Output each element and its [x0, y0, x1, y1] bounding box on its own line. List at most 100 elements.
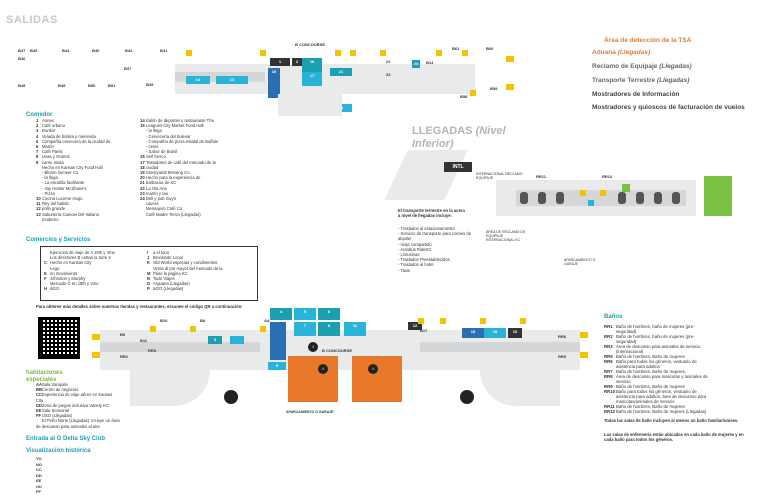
dining-item: 24Deli y pub Guy's [140, 196, 260, 201]
dining-item-text: - La escotilla facilitante [42, 180, 85, 186]
gate-label: AA [264, 318, 270, 323]
ground-transport-item: - Autobús RideKC [398, 246, 432, 252]
gate-label: RR2 [120, 354, 129, 359]
dining-item-text: - Bloom humeer Co. [42, 170, 80, 176]
gate-marker [335, 50, 341, 56]
baggage-carousel [672, 192, 680, 204]
shop-item: P&GO (Llegadas) [147, 286, 257, 291]
lounge-item-number: FF [36, 413, 42, 419]
ground-transport-item: - Traslados al hotel [398, 262, 434, 268]
baggage-carousel [556, 192, 564, 204]
tsa-checkpoint-left [288, 356, 338, 402]
dining-item-number: 2 [36, 123, 39, 129]
dining-item-number: 7 [36, 149, 39, 155]
dining-item: 17Tostadores de café del mercado de la [140, 160, 260, 165]
lounge-code: CC [36, 467, 42, 472]
dining-item-text: - Jay Hoster McShane's [42, 185, 87, 191]
restroom-text: Baño de hombres, Baño de mujeres (Llegad… [616, 409, 707, 414]
dining-item-text: Hecho para la experiencia de [146, 175, 201, 181]
restroom-code: RR5 [604, 354, 613, 359]
baggage-carousel [618, 192, 626, 204]
shop-item-text: Pase la página KC [153, 270, 188, 276]
dining-item-text: - la llega [42, 175, 58, 181]
lounge-item: FFUSO (Llegadas) [36, 413, 120, 418]
gate-marker [506, 84, 514, 90]
lounge-item: EESala Sensorial [36, 408, 120, 413]
dining-item-number: 17 [140, 159, 145, 165]
restroom-code: RR9 [604, 384, 613, 389]
legend-ground-note: (Llegadas) [656, 77, 690, 84]
restrooms-note1: Todas las salas de baño incluyen al meno… [604, 418, 739, 423]
dining-item-number: 21 [140, 180, 145, 186]
dining-item-number: 20 [140, 175, 145, 181]
restroom-code: RR2 [604, 334, 613, 339]
lounge-code: UU [36, 483, 42, 489]
gate-label: B9 [120, 332, 126, 337]
tsa-checkpoint-right [352, 356, 402, 402]
arrivals-title: LLEGADAS (Nivel Inferior) [412, 125, 506, 151]
dining-item-text: Stockyards Brewing Co. [146, 170, 191, 176]
gate-marker [92, 334, 100, 340]
gate-label: B17 [420, 328, 428, 333]
shop-item-text: Lego [50, 265, 60, 271]
gate-label: B10 [160, 318, 168, 323]
area-2: 2 [292, 58, 302, 66]
shop-item: H&GO [44, 286, 148, 291]
gate-label: B59 [490, 86, 498, 91]
lounge-item-text: El Peño Norte (Llegadas): incluye un áre… [36, 418, 120, 429]
shop-item-number: P [147, 286, 150, 292]
dining-item: 16Self fresco [140, 154, 260, 159]
qr-code[interactable] [38, 317, 80, 359]
dining-item: 22La Ola Ana [140, 186, 260, 191]
lounge-item-text: Sala tranquila [42, 382, 68, 387]
gate-marker [520, 318, 526, 324]
restroom-text: Baño de hombres, baño de mujeres (pre-se… [616, 324, 695, 334]
dining-item-number: 1 [36, 118, 39, 123]
info-icon: i [368, 364, 378, 374]
gate-marker [186, 50, 192, 56]
area-7: 7 [294, 322, 316, 336]
restroom-code: RR3 [604, 344, 613, 349]
ground-transport-marker [622, 184, 630, 192]
legend-baggage: Reclamo de Equipaje (Llegadas) [592, 62, 692, 72]
gate-marker [600, 190, 606, 196]
dining-item-text: Annex [42, 118, 54, 123]
baggage-carousel [520, 192, 528, 204]
departures-top-map: B45 B44 B40 B42 B41 B37 B39 B47 B46 B48 … [0, 38, 520, 118]
gate-marker [436, 50, 442, 56]
shop-item-text: Todo Viajes [153, 276, 175, 282]
lounge-code: NO [36, 461, 42, 467]
dining-item-text: Hecho en Kansas City Food Hall [42, 164, 103, 170]
area-24: 24 [412, 60, 420, 68]
area-18: 18 [484, 328, 506, 338]
gate-label: B51 [108, 83, 116, 88]
dining-item-text: - Pizza [42, 190, 55, 196]
gate-label: B39 [146, 82, 154, 87]
shop-item-number: J [147, 255, 150, 261]
shop-item: Los directores B cartan la torre 2 [44, 255, 148, 260]
dining-item: - La escotilla facilitante [36, 180, 136, 185]
lounge-item-number: BB [36, 387, 43, 393]
dining-item: - la llega [36, 175, 136, 180]
restroom-code: RR10 [604, 389, 615, 394]
gate-label: B49 [58, 83, 66, 88]
dining-item-text: Velada de bolsita y merienda [42, 133, 96, 139]
area-14: 14 [186, 76, 210, 84]
lounge-item-text: Experiencia de viaje aéreo en Kansas Cit… [36, 392, 113, 403]
gate-label: RR9 [558, 354, 567, 359]
legend-kiosks: Mostradores y quioscos de facturación de… [592, 104, 745, 111]
lounge-item: BBCentro de negocios [36, 387, 120, 392]
gate-marker [506, 56, 514, 62]
shop-item: Mercado G en 18th y Vine [44, 281, 148, 286]
shop-item-number: H [44, 286, 48, 292]
intl-box: INTL [444, 162, 472, 172]
lounge-item-text: Sala Sensorial [42, 408, 70, 414]
dining-item-text: pollo grande [42, 206, 66, 212]
